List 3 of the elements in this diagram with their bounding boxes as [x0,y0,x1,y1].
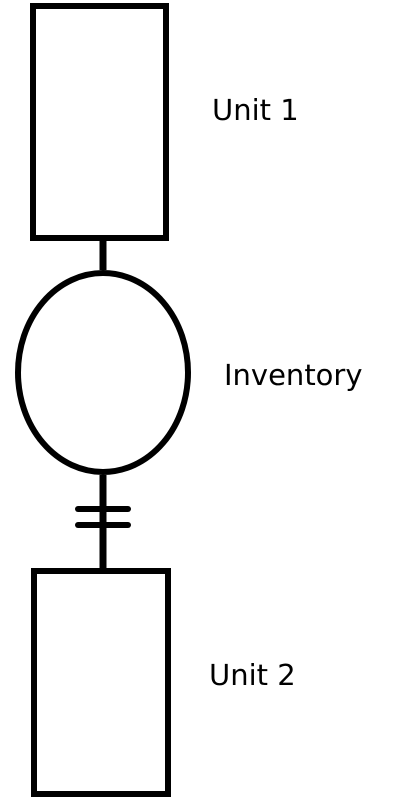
node-label: Inventory [224,358,363,392]
node-label: Unit 2 [209,658,296,692]
node-label: Unit 1 [212,93,299,127]
